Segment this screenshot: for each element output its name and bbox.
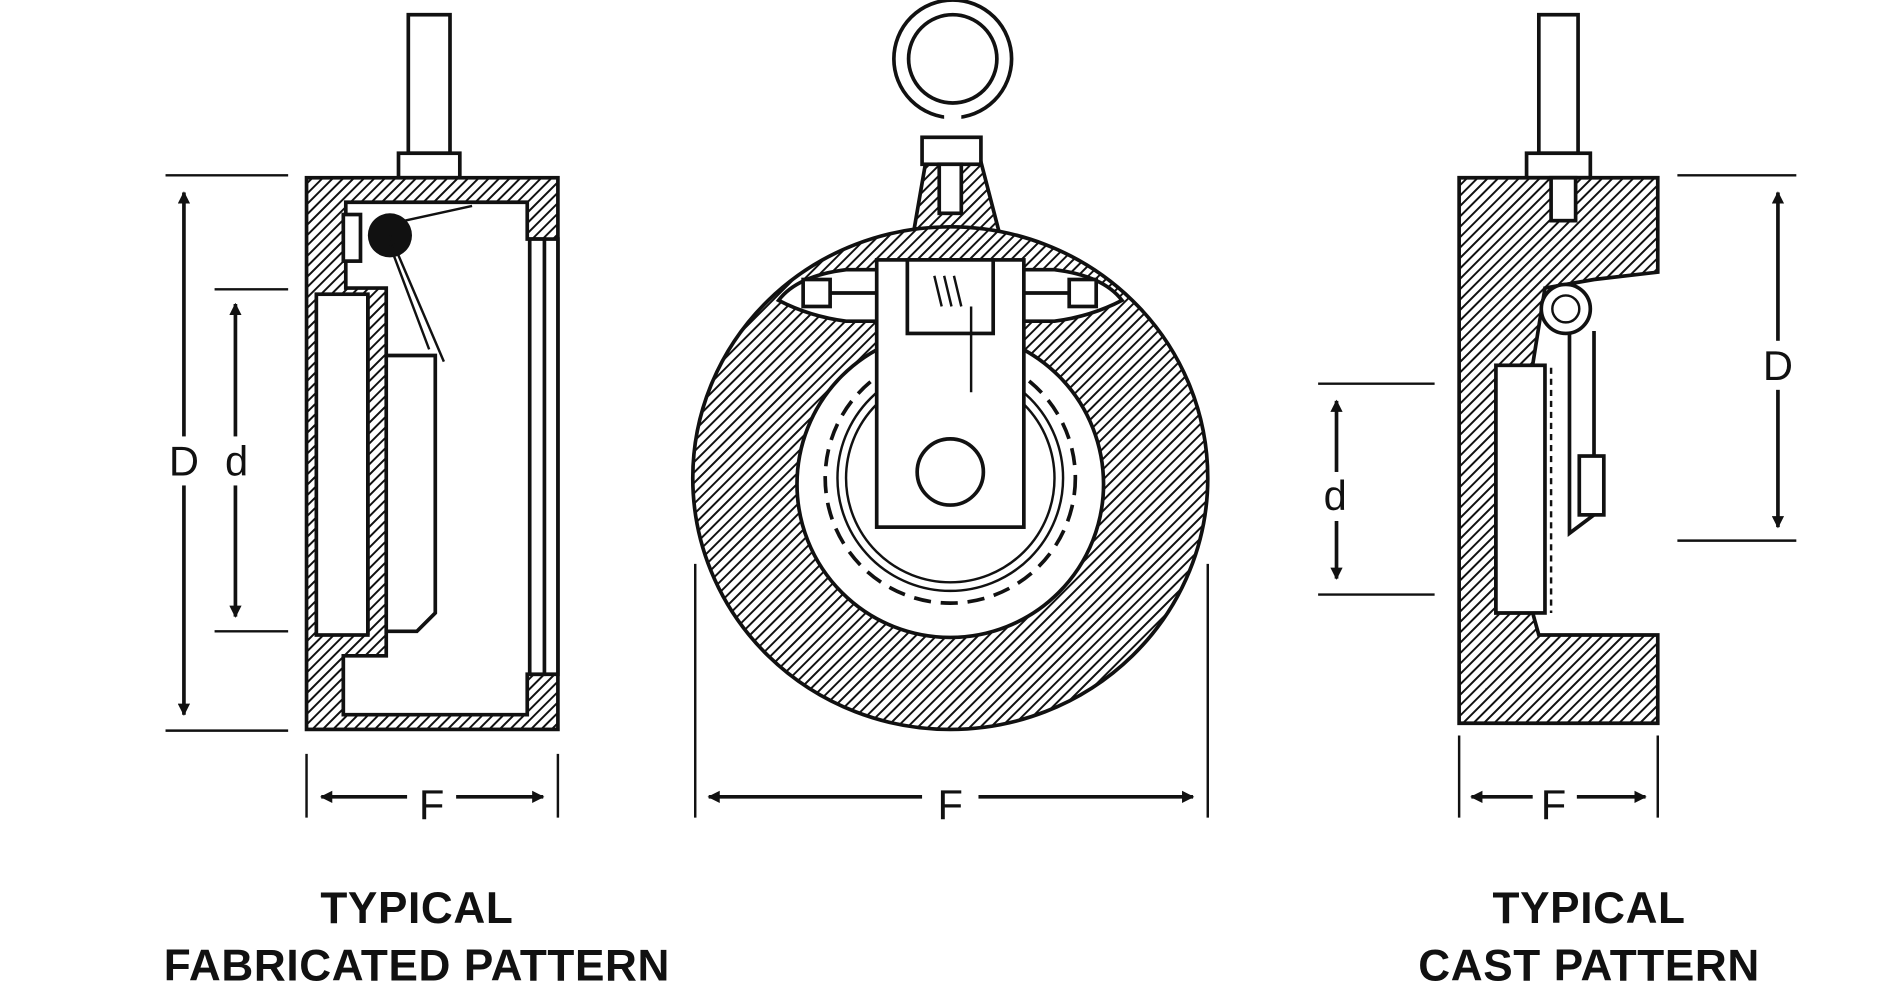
caption-line1: TYPICAL [320,884,513,933]
disc [366,294,438,636]
caption-line2: FABRICATED PATTERN [164,942,670,991]
stem [406,12,452,156]
caption-line2: CAST PATTERN [1418,942,1760,991]
disc-hub [915,437,986,507]
dimension-label-F: F [938,781,963,828]
dimension-label-d: d [1324,472,1347,519]
hinge-block [341,212,363,263]
stem [1536,12,1580,156]
dimension-label-d: d [225,438,248,485]
valve-body [1457,175,1660,726]
disc [1494,363,1547,615]
dimension-label-D: D [1763,342,1793,389]
hinge-arm [1567,330,1596,537]
dimension-label-F: F [1541,781,1566,828]
body-cavity [341,200,560,717]
stem-collar [396,151,462,180]
hinge-pin-end-left [801,277,832,309]
hinge-pin-end-right [1067,277,1099,309]
dimension-label-F: F [419,781,444,828]
disc-nut [1577,454,1606,517]
front-view: F [690,0,1210,828]
spring-icon [933,275,963,307]
disc-face [314,292,370,637]
caption-line1: TYPICAL [1493,884,1686,933]
neck-bore [937,162,964,216]
dimension-label-D: D [169,438,199,485]
body-bore [1549,175,1578,223]
hinge-pin-ring [1539,282,1593,336]
seat-ring [527,237,547,677]
lifting-eye-hole [906,12,999,105]
hinge-pin [1551,294,1581,324]
stem-collar [1524,151,1593,180]
hinge-arm [388,204,473,363]
disc-outline [823,351,1078,605]
fabricated-pattern-view: D d F TYPICAL FABRICATED PATTERN [164,12,670,991]
cast-pattern-view: D d F TYPICAL CAST PATTERN [1314,12,1801,991]
eye-collar [920,135,983,167]
